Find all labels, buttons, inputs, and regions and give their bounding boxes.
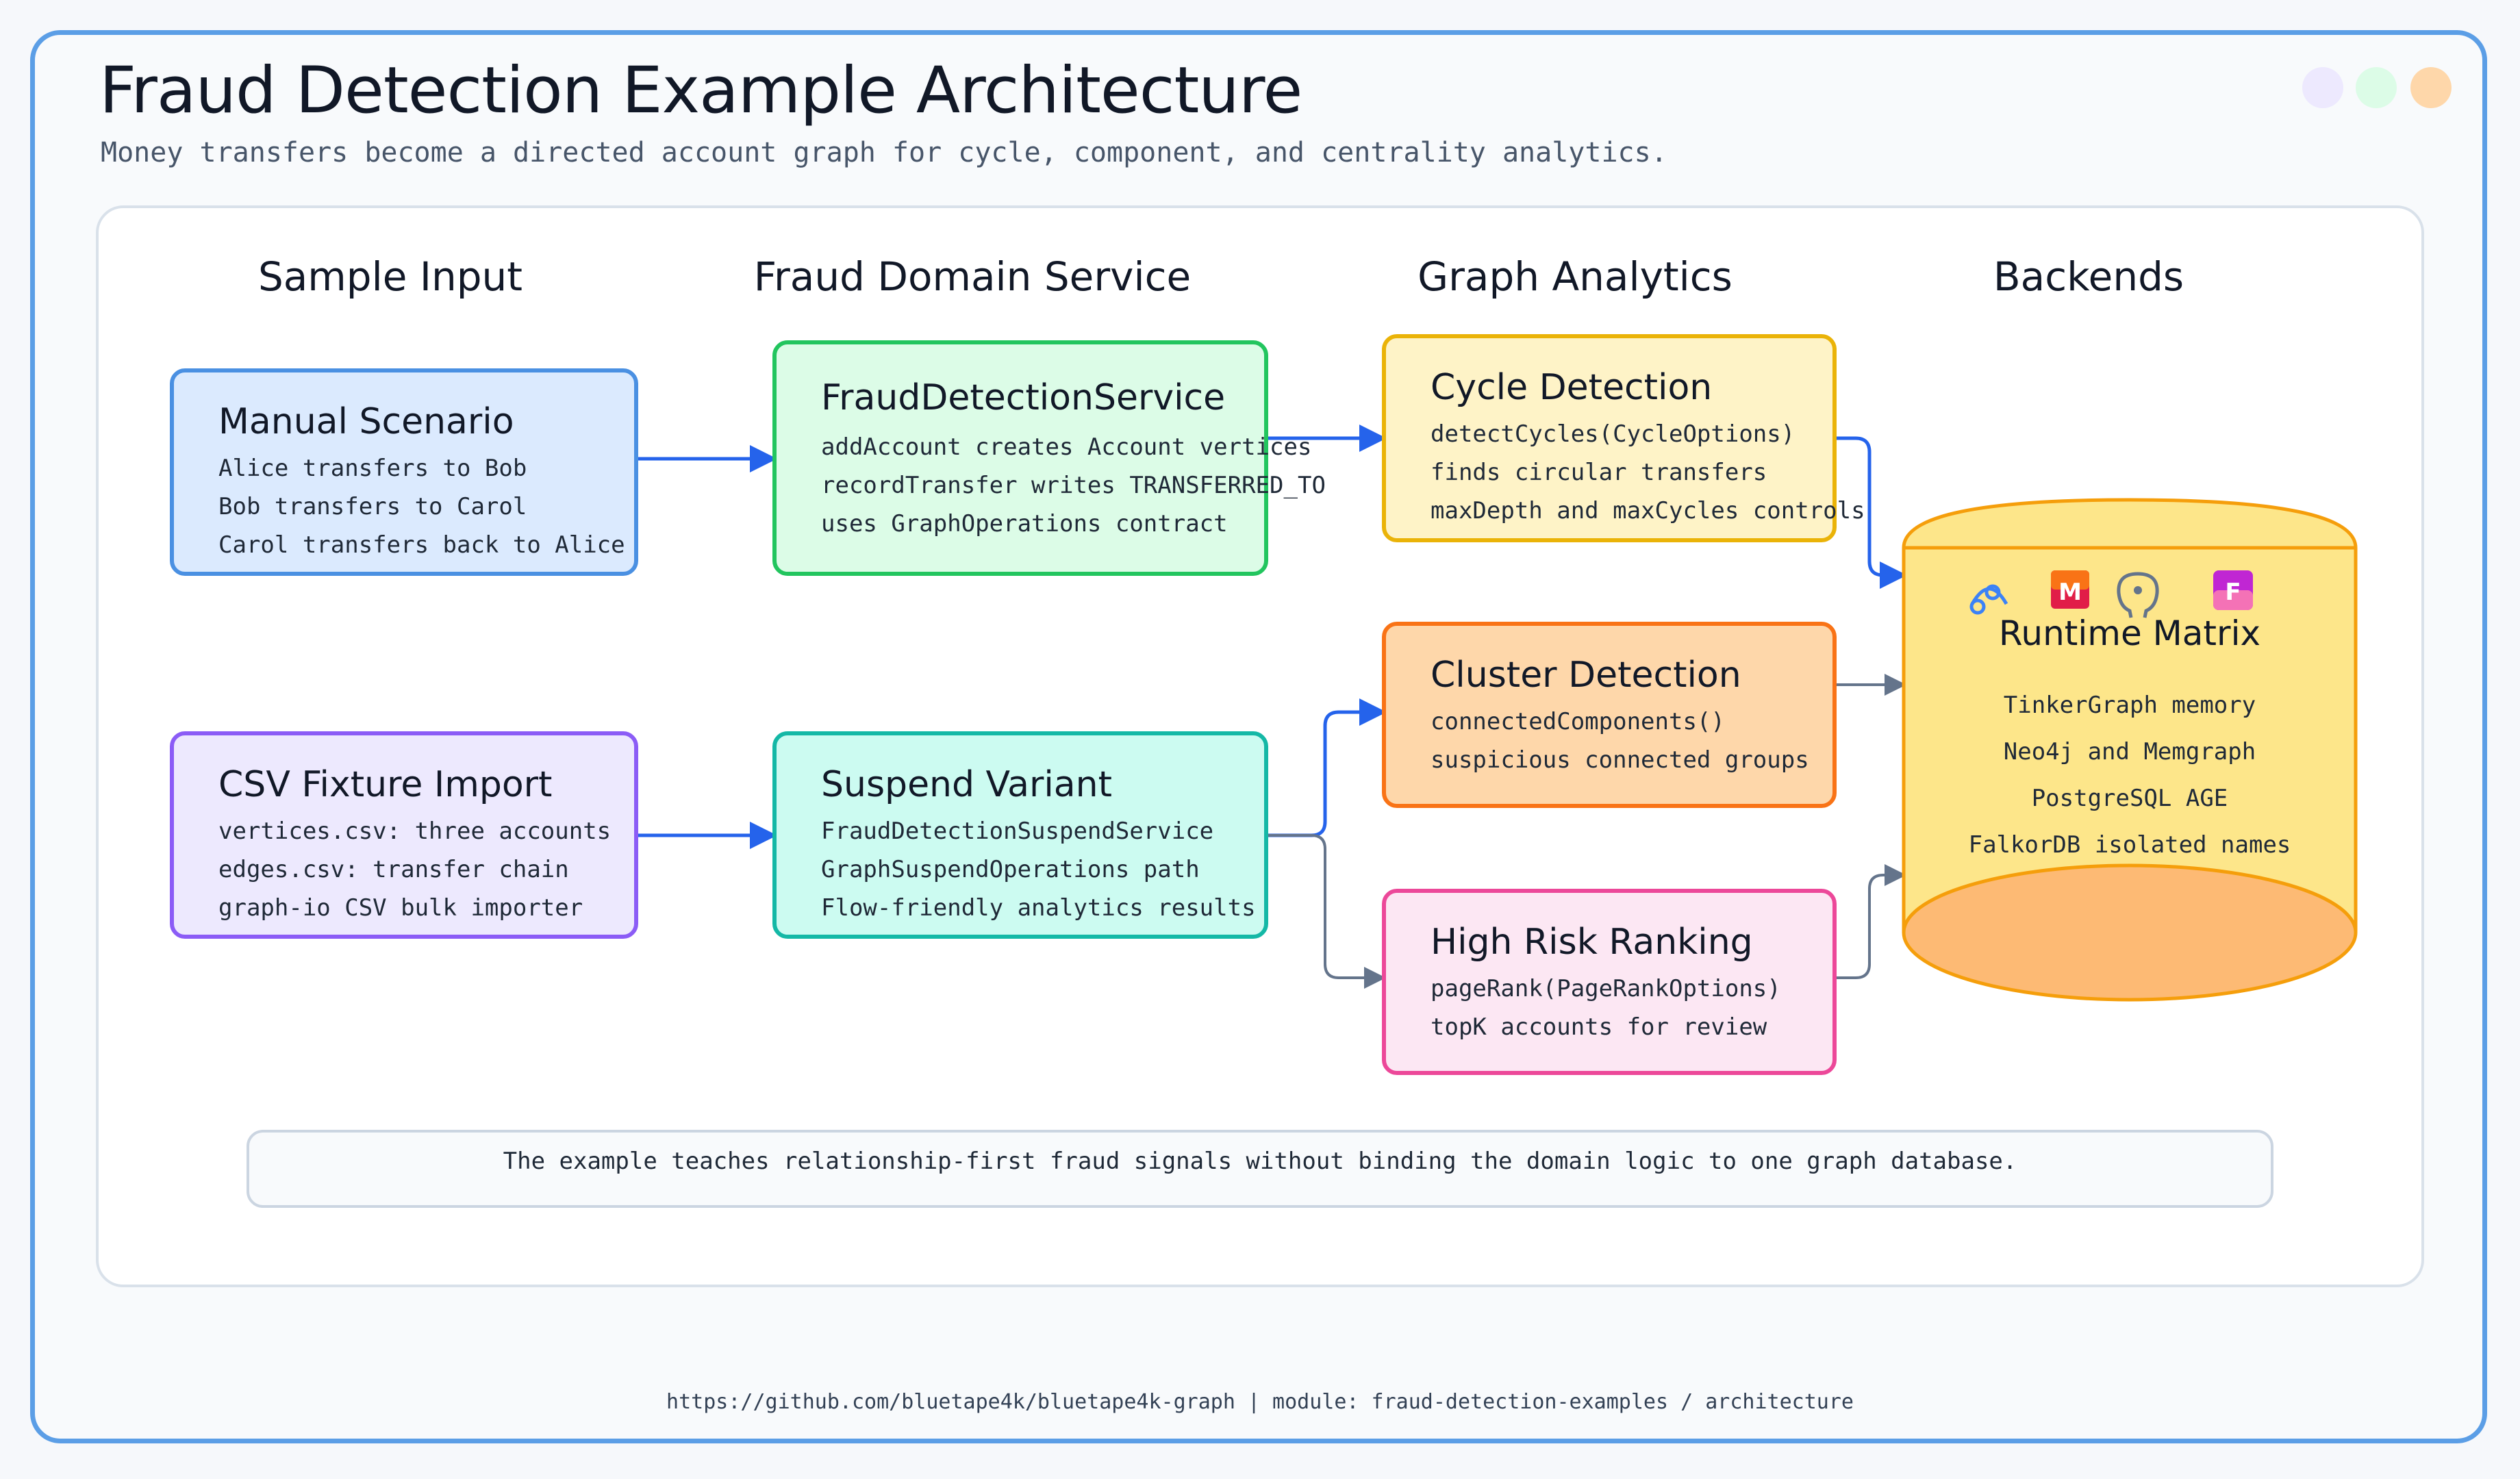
node-line: Carol transfers back to Alice xyxy=(218,531,625,559)
svg-text:M: M xyxy=(2058,579,2082,606)
node-fraud-detection-service: FraudDetectionService addAccount creates… xyxy=(772,340,1326,576)
page-subtitle: Money transfers become a directed accoun… xyxy=(101,137,1667,168)
node-title: FraudDetectionService xyxy=(821,377,1226,418)
column-header-backends: Backends xyxy=(1993,253,2184,300)
runtime-matrix-title: Runtime Matrix xyxy=(1998,614,2261,653)
node-line: recordTransfer writes TRANSFERRED_TO xyxy=(821,472,1326,499)
node-line: finds circular transfers xyxy=(1431,459,1767,486)
window-dot-green xyxy=(2356,67,2397,108)
node-line: maxDepth and maxCycles controls xyxy=(1431,497,1865,524)
runtime-matrix-line: TinkerGraph memory xyxy=(2003,692,2256,719)
node-line: Bob transfers to Carol xyxy=(218,493,527,520)
node-line: graph-io CSV bulk importer xyxy=(218,894,583,922)
edge-suspend-to-risk xyxy=(1267,834,1386,989)
node-title: Suspend Variant xyxy=(821,764,1112,805)
node-line: addAccount creates Account vertices xyxy=(821,433,1312,461)
column-header-fraud-domain-service: Fraud Domain Service xyxy=(753,253,1192,300)
node-manual-scenario: Manual Scenario Alice transfers to Bob B… xyxy=(170,368,638,576)
node-suspend-variant: Suspend Variant FraudDetectionSuspendSer… xyxy=(772,731,1268,939)
window-dot-purple xyxy=(2302,67,2343,108)
node-cluster-detection: Cluster Detection connectedComponents() … xyxy=(1382,622,1837,808)
runtime-matrix-line: Neo4j and Memgraph xyxy=(2003,738,2256,766)
node-line: uses GraphOperations contract xyxy=(821,510,1228,538)
node-line: suspicious connected groups xyxy=(1431,746,1809,774)
node-csv-fixture-import: CSV Fixture Import vertices.csv: three a… xyxy=(170,731,638,939)
node-title: CSV Fixture Import xyxy=(218,764,553,805)
node-title: Cycle Detection xyxy=(1431,367,1713,408)
node-line: Alice transfers to Bob xyxy=(218,455,527,482)
node-line: pageRank(PageRankOptions) xyxy=(1431,975,1781,1002)
node-high-risk-ranking: High Risk Ranking pageRank(PageRankOptio… xyxy=(1382,889,1837,1075)
memgraph-icon: M xyxy=(2051,570,2089,609)
page-title: Fraud Detection Example Architecture xyxy=(99,53,1302,128)
falkordb-icon: F xyxy=(2213,570,2253,610)
node-line: topK accounts for review xyxy=(1431,1013,1767,1041)
node-cycle-detection: Cycle Detection detectCycles(CycleOption… xyxy=(1382,334,1865,542)
node-line: vertices.csv: three accounts xyxy=(218,818,612,845)
node-line: Flow-friendly analytics results xyxy=(821,894,1256,922)
neo4j-icon xyxy=(1969,584,2008,615)
postgresql-icon xyxy=(2117,572,2159,618)
node-line: FraudDetectionSuspendService xyxy=(821,818,1214,845)
edge-suspend-to-cluster xyxy=(1267,698,1387,837)
node-line: edges.csv: transfer chain xyxy=(218,856,569,883)
window-dot-orange xyxy=(2410,67,2452,108)
edge-cycle-to-matrix xyxy=(1835,436,1907,589)
footer-url[interactable]: https://github.com/bluetape4k/bluetape4k… xyxy=(666,1390,1854,1414)
footnote-box: The example teaches relationship-first f… xyxy=(247,1130,2273,1208)
node-line: GraphSuspendOperations path xyxy=(821,856,1200,883)
column-header-graph-analytics: Graph Analytics xyxy=(1418,253,1732,300)
runtime-matrix-line: FalkorDB isolated names xyxy=(1968,831,2291,859)
column-header-sample-input: Sample Input xyxy=(257,253,523,300)
node-title: Cluster Detection xyxy=(1431,655,1741,696)
node-line: detectCycles(CycleOptions) xyxy=(1431,420,1796,448)
node-title: Manual Scenario xyxy=(218,401,514,442)
node-line: connectedComponents() xyxy=(1431,708,1725,735)
edge-risk-to-matrix xyxy=(1835,864,1906,979)
svg-text:F: F xyxy=(2225,579,2241,606)
node-title: High Risk Ranking xyxy=(1431,922,1753,963)
runtime-matrix-line: PostgreSQL AGE xyxy=(2031,785,2228,812)
footnote-text: The example teaches relationship-first f… xyxy=(503,1148,2017,1175)
